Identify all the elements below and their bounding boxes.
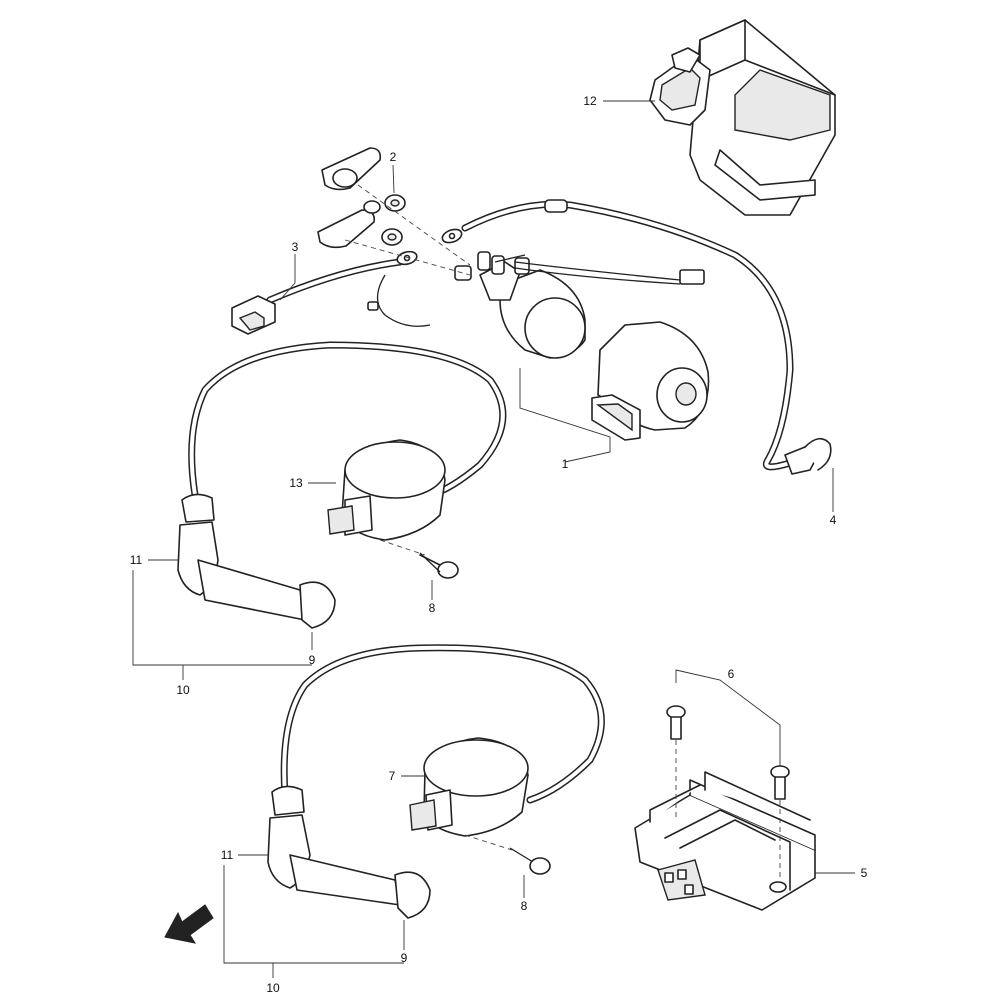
callout-3: 3 — [292, 240, 299, 254]
callout-13: 13 — [289, 476, 303, 490]
part-8-screw-lower — [509, 847, 551, 875]
callout-9-upper: 9 — [309, 653, 316, 667]
part-1-starter-relay — [454, 251, 586, 359]
callout-1: 1 — [562, 457, 569, 471]
upper-ignition-lead — [188, 341, 507, 499]
callout-11-lower: 11 — [221, 848, 234, 862]
callout-5: 5 — [861, 866, 868, 880]
front-direction-arrow-icon — [164, 904, 214, 944]
callout-12: 12 — [583, 94, 597, 108]
leader-lines — [132, 100, 855, 978]
part-8-screw-upper — [419, 552, 459, 579]
part-5-regulator — [634, 771, 816, 911]
callout-10-upper: 10 — [176, 683, 190, 697]
part-11-plug-cap-lower — [267, 785, 431, 919]
callout-10-lower: 10 — [266, 981, 280, 995]
assembly-dashed-lines — [344, 184, 513, 851]
callout-8-upper: 8 — [429, 601, 436, 615]
callout-8-lower: 8 — [521, 899, 528, 913]
callout-9-lower: 9 — [401, 951, 408, 965]
part-1-relay-boot — [591, 321, 710, 441]
callout-4: 4 — [830, 513, 837, 527]
lower-ignition-lead — [280, 644, 605, 804]
callout-labels: 1 2 3 4 5 6 7 8 8 9 9 10 10 11 11 12 13 — [130, 94, 868, 995]
part-12-control-unit — [649, 19, 836, 216]
part-3-cable — [231, 250, 431, 335]
part-6-bolts — [666, 705, 790, 880]
part-7-ignition-coil — [409, 737, 529, 837]
part-11-plug-cap-upper — [177, 493, 336, 629]
callout-2: 2 — [390, 150, 397, 164]
callout-11-upper: 11 — [130, 553, 143, 567]
part-13-ignition-coil — [327, 439, 446, 541]
callout-6: 6 — [728, 667, 735, 681]
callout-7: 7 — [389, 769, 396, 783]
part-2-terminal-caps — [317, 147, 406, 249]
part-4-cable — [441, 199, 832, 475]
